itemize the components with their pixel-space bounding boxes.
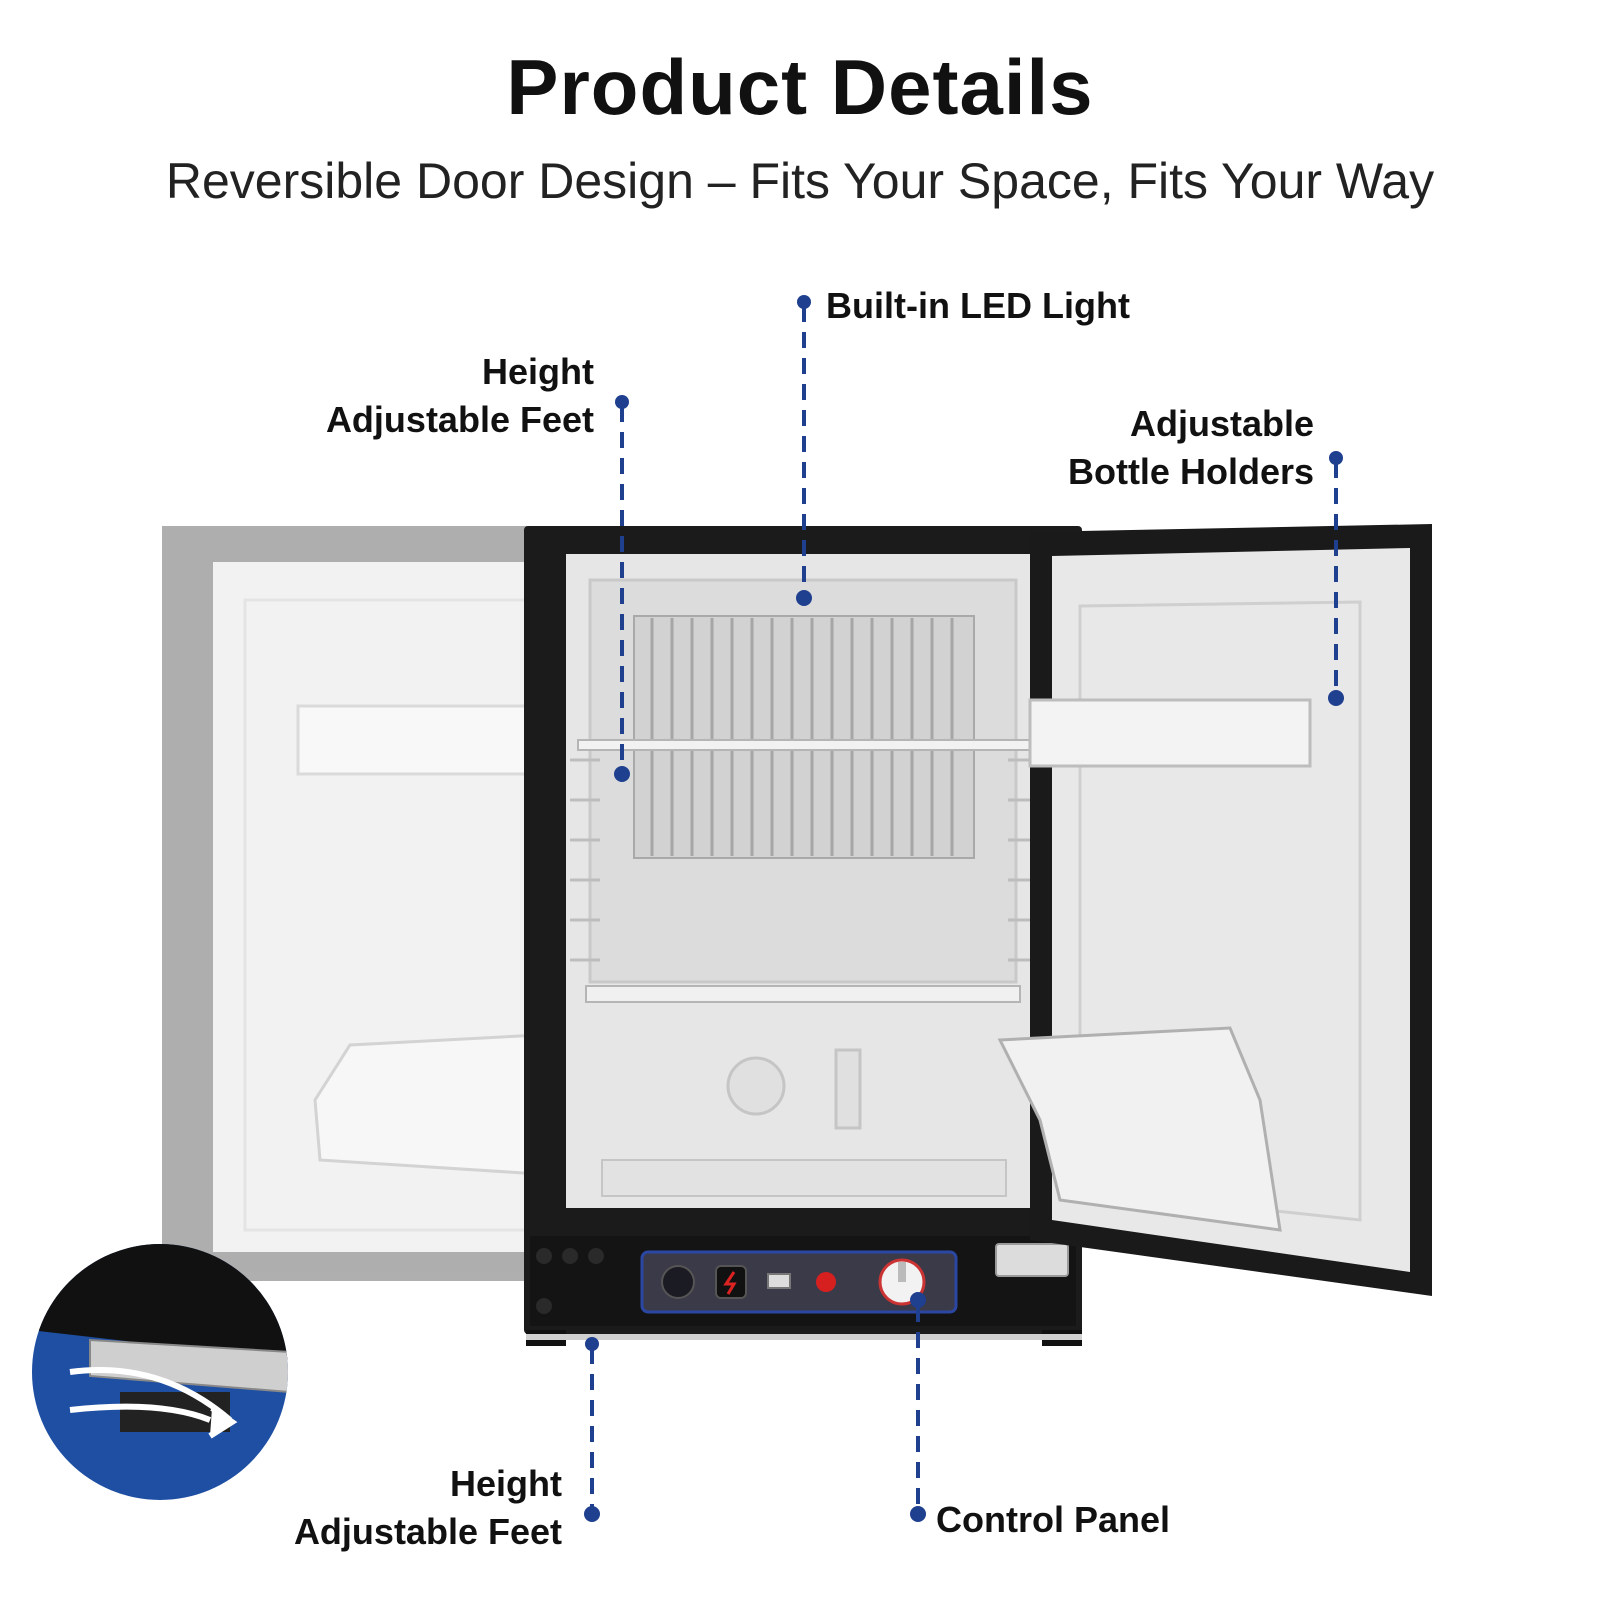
- callout-led-light-label: Built-in LED Light: [826, 285, 1130, 326]
- callout-control-panel-label: Control Panel: [936, 1499, 1171, 1540]
- power-knob-icon: [661, 1265, 695, 1299]
- callout-shelf-feet-line2: Adjustable Feet: [325, 399, 594, 440]
- callout-bottom-feet-line1: Height: [450, 1463, 562, 1504]
- callout-shelf-feet: Height Adjustable Feet: [250, 348, 594, 444]
- callout-bottle-holders: Adjustable Bottle Holders: [980, 400, 1314, 496]
- indicator-light-icon: [816, 1272, 836, 1292]
- left-door: [162, 526, 558, 1281]
- switch-icon: [715, 1265, 747, 1299]
- callout-bottom-feet: Height Adjustable Feet: [216, 1460, 562, 1556]
- page-title: Product Details: [506, 43, 1094, 131]
- page-subtitle: Reversible Door Design – Fits Your Space…: [165, 153, 1435, 209]
- callout-bottle-holders-line1: Adjustable: [1129, 403, 1314, 444]
- right-door: [997, 524, 1432, 1296]
- callout-led-light: Built-in LED Light: [826, 282, 1130, 330]
- callout-bottom-feet-line2: Adjustable Feet: [293, 1511, 562, 1552]
- usb-icon: [767, 1273, 791, 1289]
- foot-detail-inset: [32, 1244, 288, 1500]
- callout-shelf-feet-line1: Height: [482, 351, 594, 392]
- callout-control-panel: Control Panel: [936, 1496, 1170, 1544]
- callout-bottle-holders-line2: Bottle Holders: [1067, 451, 1314, 492]
- rotate-arrows-icon: [69, 1367, 238, 1439]
- fridge-cabinet: [524, 526, 1082, 1346]
- control-panel: [640, 1250, 958, 1314]
